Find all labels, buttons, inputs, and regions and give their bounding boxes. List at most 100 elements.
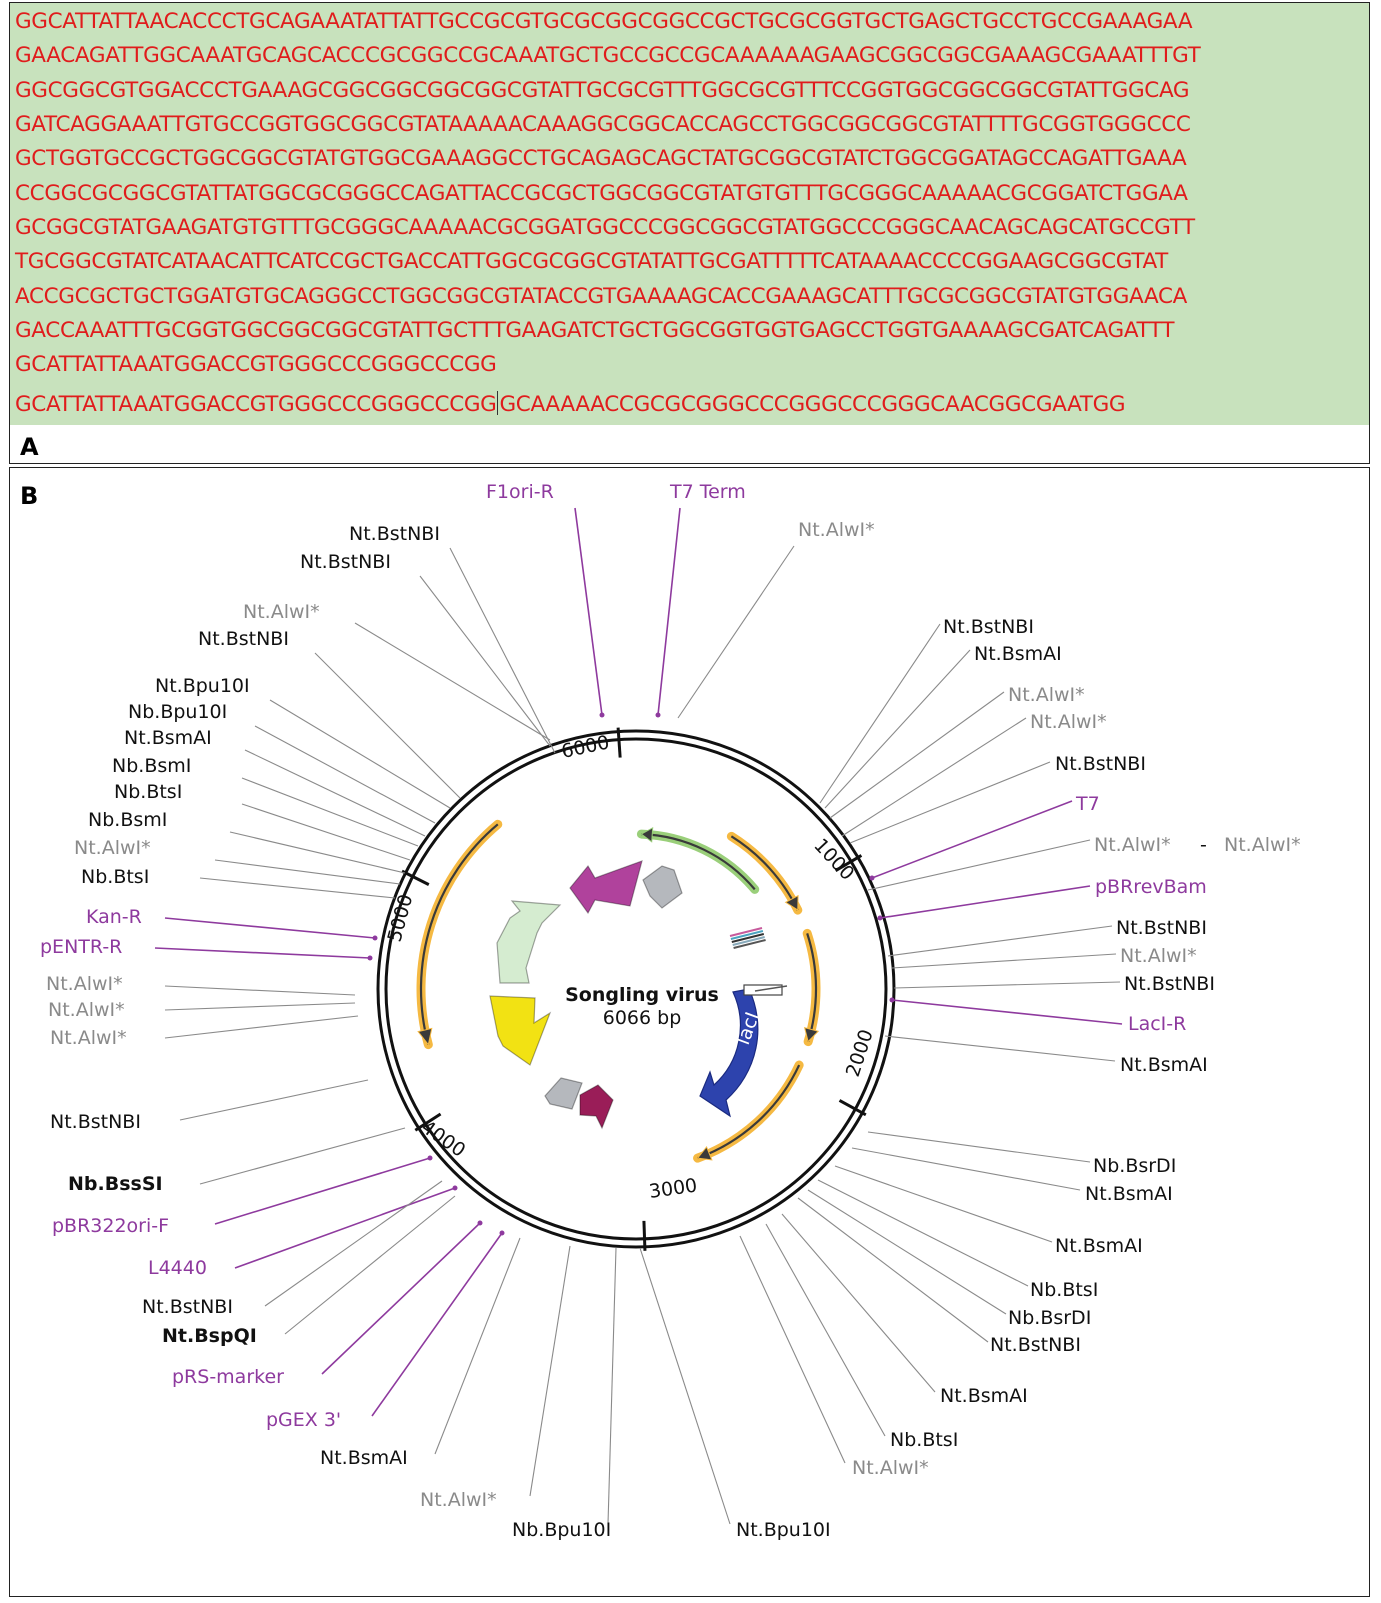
leader-line [314, 652, 461, 799]
site-label: pBRrevBam [1095, 876, 1207, 898]
leader-line [449, 547, 556, 754]
sequence-line: GGCGGCGTGGACCCTGAAAGCGGCGGCGGCGGCGTATTGC… [15, 78, 1190, 103]
leader-line [884, 1035, 1116, 1062]
orange-feature-arrow-head [417, 1027, 433, 1046]
sequence-line: GAACAGATTGGCAAATGCAGCACCCGCGGCCGCAAATGCT… [15, 43, 1201, 68]
leader-line [639, 1247, 731, 1525]
site-label: Nt.BsmAI [974, 643, 1062, 665]
leader-line [164, 917, 376, 939]
site-label: Nb.BsmI [112, 755, 191, 777]
leader-line [841, 717, 1027, 837]
site-label: Nt.AlwI* [1120, 945, 1197, 967]
site-label: Nt.Bpu10I [155, 675, 250, 697]
leader-line [199, 877, 396, 899]
site-label: Nt.BstNBI [1124, 973, 1215, 995]
leader-line [797, 1197, 989, 1343]
scale-tick [401, 869, 430, 886]
leader-line [284, 1195, 456, 1335]
leader-line [241, 777, 419, 847]
site-label: Nb.BssSI [68, 1173, 163, 1195]
leader-line [214, 1157, 431, 1225]
site-label: Nt.BstNBI [142, 1296, 233, 1318]
terminator-stripe [730, 930, 764, 940]
orange-feature-arrow-shaft [697, 1064, 801, 1160]
primer-site-mark [477, 1220, 483, 1226]
orange-feature-arrow-shaft [419, 823, 499, 1045]
scale-tick [616, 727, 622, 758]
leader-line [164, 1002, 356, 1011]
plasmid-size: 6066 bp [603, 1007, 682, 1029]
leader-line [264, 1180, 443, 1307]
leader-line [891, 999, 1123, 1025]
orange-feature-arrow [802, 928, 821, 1047]
site-label: T7 Term [669, 481, 746, 503]
site-label: Nt.AlwI* [46, 973, 123, 995]
panel-a: GGCATTATTAACACCCTGCAGAAATATTATTGCCGCGTGC… [9, 2, 1370, 464]
scale-tick [838, 1099, 867, 1117]
sequence-segment: GCATTATTAAATGGACCGTGGGCCCGGGCCCGG [15, 392, 497, 417]
primer-site-mark [869, 875, 875, 881]
leader-line [371, 1232, 503, 1417]
leader-line [893, 981, 1121, 989]
primer-site-mark [367, 955, 373, 961]
leader-line [354, 622, 551, 741]
orange-feature-arrow [693, 1060, 804, 1163]
panel-a-letter: A [20, 433, 39, 461]
scale-tick [642, 1220, 647, 1251]
green-feature-arrow [636, 826, 760, 894]
sequence-line: ACCGCGCTGCTGGATGTGCAGGGCCTGGCGGCGTATACCG… [15, 284, 1188, 309]
light-green-feature-arrow [496, 900, 562, 984]
primer-site-mark [599, 712, 605, 718]
site-label: LacI-R [1128, 1013, 1186, 1035]
lacI-feature-arrow [699, 988, 759, 1118]
sequence-line: GCTGGTGCCGCTGGCGGCGTATGTGGCGAAAGGCCTGCAG… [15, 146, 1187, 171]
site-label: Nt.AlwI* [74, 837, 151, 859]
leader-line [867, 839, 1091, 891]
site-label: Nt.BstNBI [198, 628, 289, 650]
terminator-stripe [731, 933, 765, 943]
primer-site-mark [889, 997, 895, 1003]
site-label: Nt.AlwI* [243, 601, 320, 623]
site-label: Nb.BsmI [88, 809, 167, 831]
site-label: Nt.BsmAI [124, 727, 212, 749]
leader-line [321, 1222, 481, 1375]
orange-feature-arrow-halo [416, 819, 503, 1050]
orange-feature-arrow-head [696, 1145, 713, 1161]
site-label: pBR322ori-F [52, 1215, 169, 1237]
leader-line [849, 761, 1051, 844]
terminator-stripe [732, 936, 765, 946]
backbone-outer-ring [376, 729, 896, 1249]
leader-line [234, 1187, 456, 1269]
leader-line [657, 507, 681, 716]
site-label: Nb.Bpu10I [512, 1519, 611, 1541]
plasmid-name: Songling virus [565, 984, 719, 1006]
site-label: pENTR-R [40, 936, 122, 958]
site-label: Nb.BtsI [81, 866, 149, 888]
leader-line [807, 1189, 1007, 1315]
site-label: Nt.BsmAI [1120, 1054, 1208, 1076]
gray-small-feature-arrow [544, 1077, 583, 1110]
orange-feature-arrow-head [784, 894, 799, 912]
site-label: Nt.BstNBI [300, 551, 391, 573]
leader-line [817, 1179, 1029, 1287]
site-label: Nt.BstNBI [943, 616, 1034, 638]
leader-line [879, 885, 1091, 919]
sequence-line: GCGGCGTATGAAGATGTGTTTGCGGGCAAAAACGCGGATG… [15, 215, 1195, 240]
leader-line [164, 1015, 359, 1039]
orange-feature-arrow [726, 831, 803, 915]
site-label: T7 [1075, 793, 1100, 815]
lacI-label: lacI [732, 1009, 764, 1048]
sequence-line: GACCAAATTTGCGGTGGCGGCGGCGTATTGCTTTGAAGAT… [15, 318, 1175, 343]
leader-line [739, 1235, 846, 1464]
scale-tick-label: 4000 [417, 1116, 469, 1162]
sequence-line: TGCGGCGTATCATAACATTCATCCGCTGACCATTGGCGCG… [15, 249, 1168, 274]
site-label: pRS-marker [172, 1366, 284, 1388]
leader-line [781, 1213, 936, 1393]
promoter-arrow-line [754, 985, 788, 992]
text-cursor [497, 391, 499, 415]
site-label: Nt.AlwI* [852, 1457, 929, 1479]
gray-feature-arrow [642, 865, 683, 909]
site-label: Nt.AlwI* [798, 519, 875, 541]
sequence-line: GCATTATTAAATGGACCGTGGGCCCGGGCCCGG [15, 352, 497, 377]
